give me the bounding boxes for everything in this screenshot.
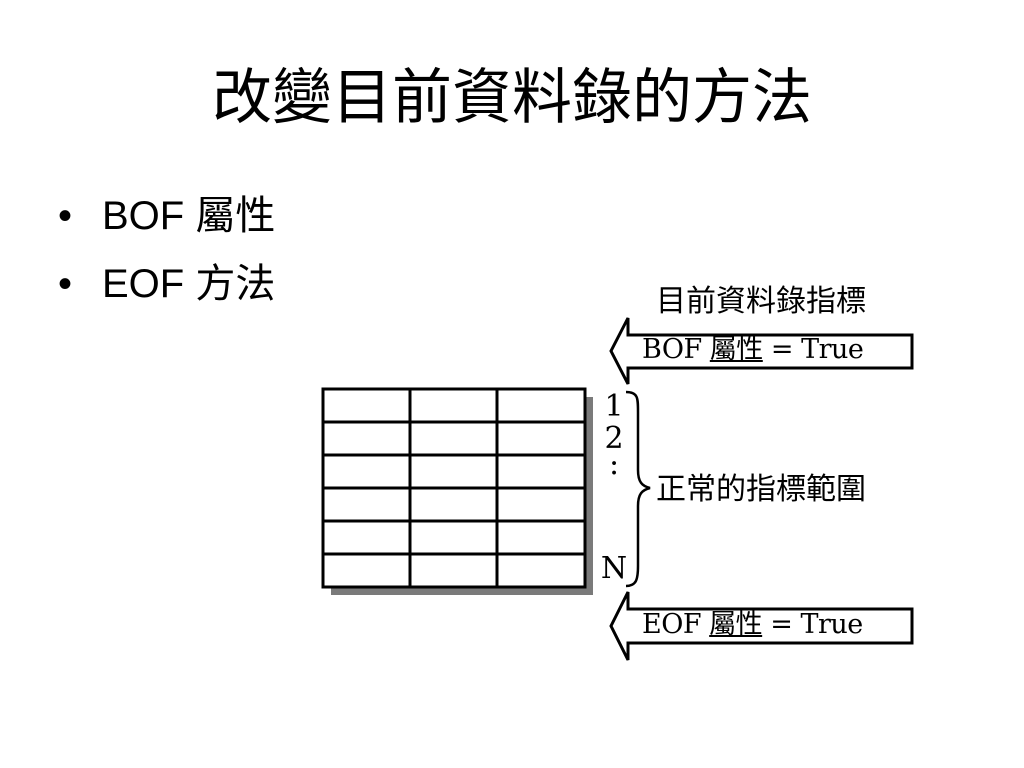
bullet-text: BOF 屬性	[102, 194, 276, 238]
bullet-text: EOF 方法	[102, 262, 276, 306]
bullet-list: • BOF 屬性 • EOF 方法	[58, 188, 275, 324]
eof-arrow-label: EOF 屬性 = True	[642, 608, 863, 642]
bof-label-prefix: BOF	[642, 334, 710, 365]
normal-range-label: 正常的指標範圍	[656, 472, 866, 507]
bof-arrow-label: BOF 屬性 = True	[642, 333, 864, 367]
slide-title: 改變目前資料錄的方法	[212, 63, 812, 133]
bullet-item-bof: • BOF 屬性	[58, 188, 275, 256]
row-index-first: 1	[604, 389, 624, 424]
row-index-last: N	[600, 551, 628, 586]
bof-label-value: = True	[762, 334, 864, 365]
bof-arrow-shape	[609, 317, 914, 385]
row-index-ellipsis: :	[608, 447, 620, 482]
bof-label-property: 屬性	[709, 334, 764, 365]
eof-label-property: 屬性	[709, 609, 763, 640]
eof-label-value: = True	[762, 609, 863, 640]
row-index-second: 2	[604, 421, 624, 456]
bullet-marker: •	[58, 194, 73, 238]
bullet-item-eof: • EOF 方法	[58, 256, 275, 324]
range-brace	[625, 390, 651, 588]
eof-arrow-shape	[609, 591, 914, 661]
record-pointer-caption: 目前資料錄指標	[656, 284, 866, 319]
record-table	[321, 387, 593, 595]
eof-label-prefix: EOF	[642, 609, 710, 640]
bullet-marker: •	[58, 262, 73, 306]
